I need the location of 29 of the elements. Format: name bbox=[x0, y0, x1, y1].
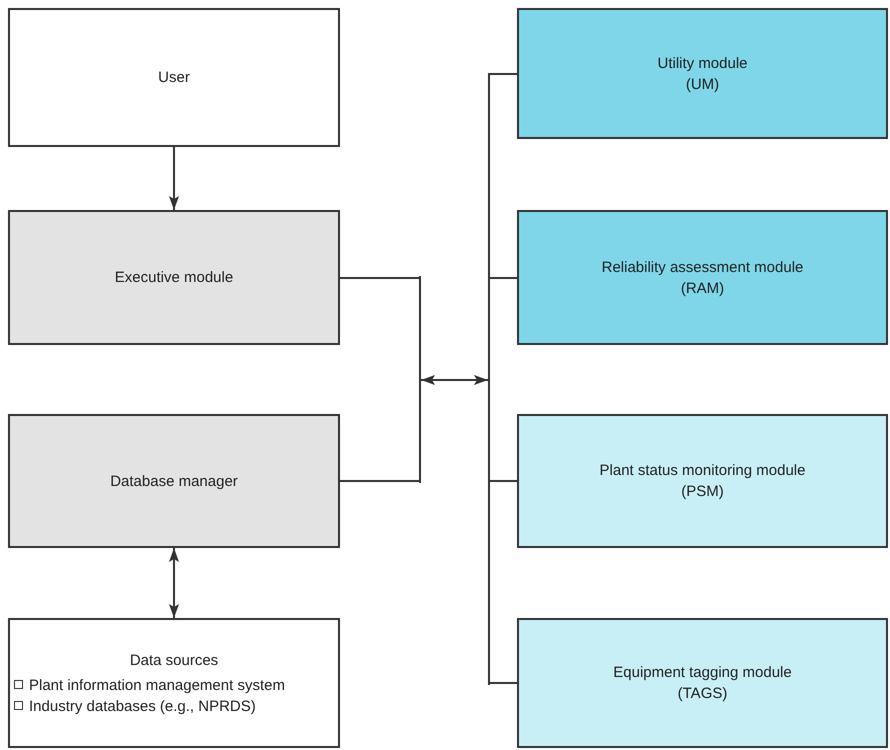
bullet-item: Industry databases (e.g., NPRDS) bbox=[10, 696, 256, 716]
connector-line bbox=[490, 682, 517, 684]
process-box bbox=[517, 210, 888, 345]
box-title: Database manager bbox=[110, 472, 238, 492]
box-title: Executive module bbox=[114, 268, 234, 288]
arrow bbox=[169, 147, 179, 210]
arrow bbox=[421, 375, 488, 385]
process-box bbox=[8, 618, 340, 748]
connector-line bbox=[490, 480, 517, 482]
box-title: Utility module (UM) bbox=[657, 54, 748, 94]
process-box bbox=[517, 8, 888, 139]
process-box bbox=[8, 8, 340, 147]
box-title: Reliability assessment module (RAM) bbox=[602, 258, 804, 298]
process-box bbox=[517, 414, 888, 548]
process-box bbox=[517, 618, 888, 748]
connector-line bbox=[490, 277, 517, 279]
process-box bbox=[8, 210, 340, 345]
arrow bbox=[169, 548, 179, 618]
connector-line bbox=[340, 277, 419, 279]
box-title: User bbox=[158, 68, 190, 88]
box-title: Equipment tagging module (TAGS) bbox=[613, 663, 792, 704]
box-title: Plant status monitoring module (PSM) bbox=[600, 461, 806, 502]
connector-line bbox=[340, 480, 419, 482]
box-title: Data sources bbox=[130, 650, 218, 670]
connector-line bbox=[490, 73, 517, 75]
bullet-item: Plant information management system bbox=[10, 674, 285, 696]
bus-line bbox=[488, 73, 490, 685]
process-box bbox=[8, 414, 340, 548]
bus-line bbox=[419, 276, 421, 483]
